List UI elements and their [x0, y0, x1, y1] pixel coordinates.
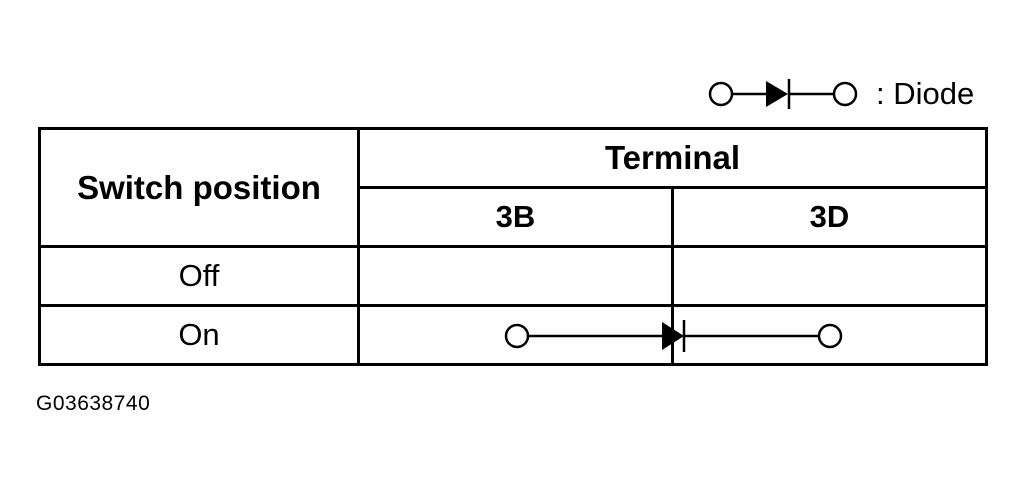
terminal-3d-header: 3D — [671, 186, 988, 248]
diode-icon — [708, 79, 858, 109]
row-label-off: Off — [38, 245, 360, 307]
cell-off-3d — [671, 245, 988, 307]
connection-grid: Switch position Terminal 3B 3D Off On — [38, 127, 988, 366]
row-label-on: On — [38, 304, 360, 366]
cell-off-3b — [357, 245, 674, 307]
legend-label: : Diode — [876, 76, 975, 111]
cell-on-3b — [357, 304, 674, 366]
cell-on-3d — [671, 304, 988, 366]
table-row-on: On — [38, 304, 988, 366]
switch-position-header: Switch position — [38, 127, 360, 248]
table-row-off: Off — [38, 245, 988, 307]
switch-connection-table: Switch position Terminal 3B 3D Off On — [38, 127, 988, 366]
terminal-3b-header: 3B — [357, 186, 674, 248]
figure-code: G03638740 — [36, 392, 151, 415]
diode-legend: : Diode — [700, 72, 1000, 116]
terminal-header: Terminal — [357, 127, 988, 189]
